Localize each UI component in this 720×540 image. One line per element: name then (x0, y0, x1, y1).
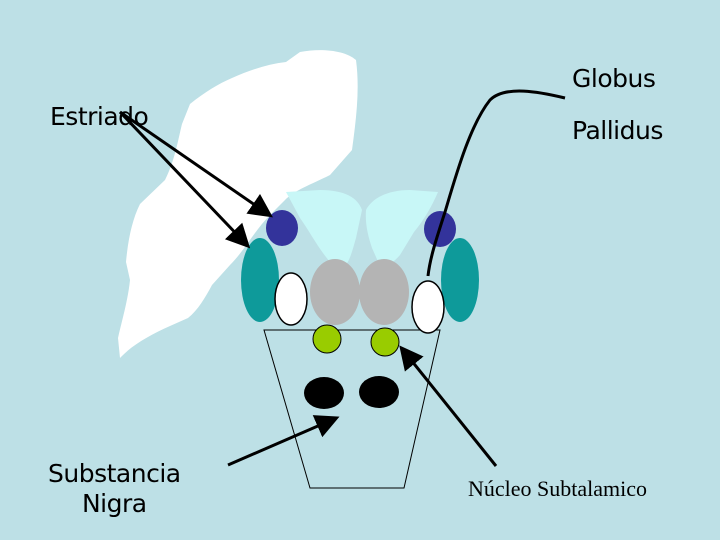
arrow-estriado-to-caudate (119, 110, 273, 218)
thalamus-right (359, 259, 409, 325)
arrow-substancia-nigra (227, 415, 340, 467)
brainstem-outline (263, 329, 441, 489)
curve-globus-pallidus-pointer (426, 89, 566, 277)
putamen-right (441, 238, 479, 322)
caudate-left (266, 210, 298, 246)
putamen-left (241, 238, 279, 322)
globus-pallidus-left (274, 272, 308, 326)
label-substancia-nigra: Substancia Nigra (48, 459, 181, 519)
brain-section-silhouette (118, 50, 358, 358)
arrow-nucleo-subtalamico (399, 345, 498, 467)
thalamus-left (310, 259, 360, 325)
label-substancia-line1: Substancia (48, 459, 181, 488)
lateral-ventricle-left (286, 190, 362, 266)
arrow-estriado-to-putamen (118, 110, 251, 249)
label-nucleo-subtalamico: Núcleo Subtalamico (468, 476, 648, 501)
lateral-ventricle-right (365, 190, 438, 266)
subthalamic-nucleus-left (312, 324, 342, 354)
label-estriado: Estriado (50, 102, 149, 131)
subthalamic-nucleus-right (370, 327, 400, 357)
substantia-nigra-left (304, 377, 344, 409)
label-pallidus: Pallidus (572, 116, 663, 145)
globus-pallidus-right (411, 280, 445, 334)
label-substancia-line2: Nigra (81, 489, 147, 518)
label-globus: Globus (572, 64, 656, 93)
substantia-nigra-right (359, 376, 399, 408)
